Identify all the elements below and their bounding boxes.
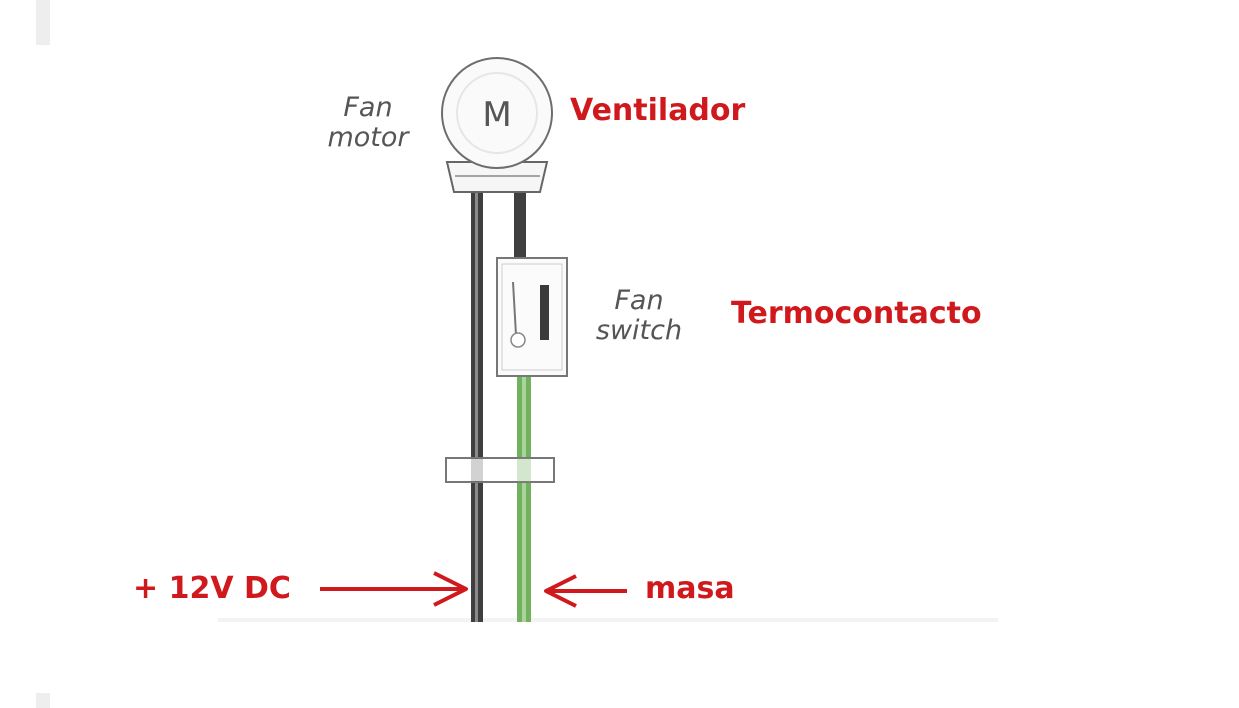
fan-switch-inner [501, 263, 563, 371]
motor-to-switch-wire [514, 188, 526, 270]
termocontacto-label: Termocontacto [731, 296, 982, 331]
fan-motor-label-line2: motor [327, 122, 409, 153]
fan-motor-label-line1: Fan [343, 92, 393, 123]
fan-switch-lever [512, 281, 517, 336]
scan-edge-mark [36, 693, 50, 708]
motor-symbol: M [482, 95, 511, 135]
clamp-wire-shadow [471, 458, 483, 482]
connector-clamp [445, 457, 555, 483]
clamp-wire-shadow [517, 458, 531, 482]
masa-label: masa [645, 571, 735, 606]
fan-switch-label: Fan switch [584, 286, 694, 346]
fan-switch-terminal [510, 332, 526, 348]
ground-wire-highlight [522, 350, 526, 622]
scan-bottom-edge [218, 618, 998, 622]
fan-switch-contact [540, 285, 549, 340]
fan-motor-label: Fan motor [318, 93, 418, 153]
ground-arrow-head [544, 574, 577, 608]
fan-switch-label-line2: switch [595, 315, 683, 346]
fan-motor-circle [441, 57, 553, 169]
scan-edge-mark [36, 0, 50, 45]
fan-switch-label-line1: Fan [614, 285, 664, 316]
positive-wire-highlight [475, 188, 478, 622]
fan-switch-housing [496, 257, 568, 377]
fan-motor-inner-ring [456, 72, 538, 154]
ventilador-label: Ventilador [570, 93, 746, 128]
positive-arrow-head [433, 571, 468, 607]
positive-12v-label: + 12V DC [133, 571, 291, 606]
